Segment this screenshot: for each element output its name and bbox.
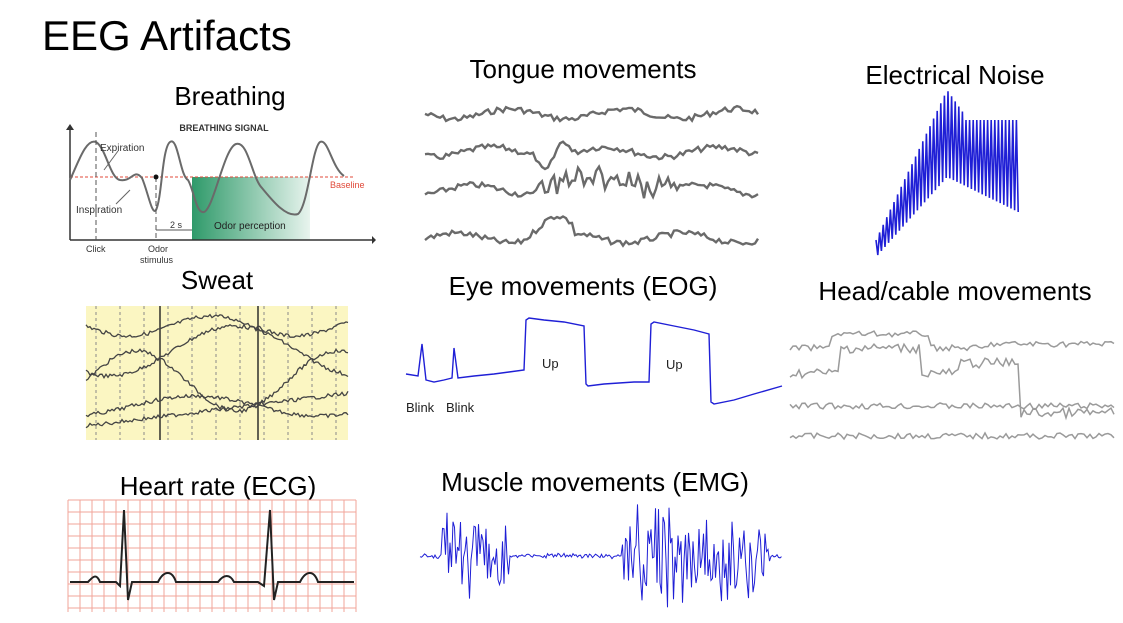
tongue-trace-2 xyxy=(424,140,759,171)
sweat-trace-4 xyxy=(85,393,349,419)
sweat-trace-1 xyxy=(85,313,349,338)
page-title: EEG Artifacts xyxy=(42,12,292,59)
eog-line xyxy=(405,317,783,405)
inspiration-text: Inspiration xyxy=(76,205,122,216)
sweat-trace-5 xyxy=(85,390,349,429)
stimulus-text: stimulus xyxy=(140,255,174,265)
tongue-label: Tongue movements xyxy=(469,54,697,84)
tongue-trace-1 xyxy=(424,104,759,123)
breathing-signal-title: BREATHING SIGNAL xyxy=(179,123,269,133)
up-text-1: Up xyxy=(542,356,559,371)
ecg-trace xyxy=(67,499,357,612)
head-cable-trace-1 xyxy=(789,330,1115,353)
click-text: Click xyxy=(86,244,106,254)
odor-text: Odor xyxy=(148,244,168,254)
head-cable-traces xyxy=(789,330,1115,441)
sweat-eeg-traces xyxy=(85,306,349,440)
breathing-wave xyxy=(69,140,345,216)
ecg-line xyxy=(70,509,354,601)
eog-trace: Blink Blink Up Up xyxy=(405,317,783,415)
sweat-trace-3 xyxy=(85,348,349,414)
odor-perception-region xyxy=(192,177,310,240)
electrical-noise-label: Electrical Noise xyxy=(865,60,1045,90)
head-cable-trace-3 xyxy=(789,402,1115,410)
sweat-trace-2 xyxy=(85,323,349,379)
expiration-text: Expiration xyxy=(100,143,144,154)
breathing-diagram: BREATHING SIGNAL Expiration Inspiration … xyxy=(66,123,376,265)
head-cable-label: Head/cable movements xyxy=(818,276,1092,306)
interval-text: 2 s xyxy=(170,220,183,230)
head-cable-trace-2 xyxy=(789,342,1115,421)
electrical-noise-trace xyxy=(875,91,1019,256)
blink-text-1: Blink xyxy=(406,400,435,415)
muscle-movements-label: Muscle movements (EMG) xyxy=(441,467,749,497)
breathing-label: Breathing xyxy=(174,81,286,111)
heart-rate-label: Heart rate (ECG) xyxy=(119,471,317,501)
blink-text-2: Blink xyxy=(446,400,475,415)
baseline-text: Baseline xyxy=(330,180,365,190)
sweat-label: Sweat xyxy=(180,265,254,295)
tongue-trace-3 xyxy=(424,164,759,200)
head-cable-trace-4 xyxy=(789,431,1115,441)
up-text-2: Up xyxy=(666,357,683,372)
eye-movements-label: Eye movements (EOG) xyxy=(448,271,718,301)
emg-trace xyxy=(419,504,782,608)
tongue-eeg-traces xyxy=(424,104,760,248)
odor-perception-text: Odor perception xyxy=(214,221,286,232)
tongue-trace-4 xyxy=(424,215,760,248)
